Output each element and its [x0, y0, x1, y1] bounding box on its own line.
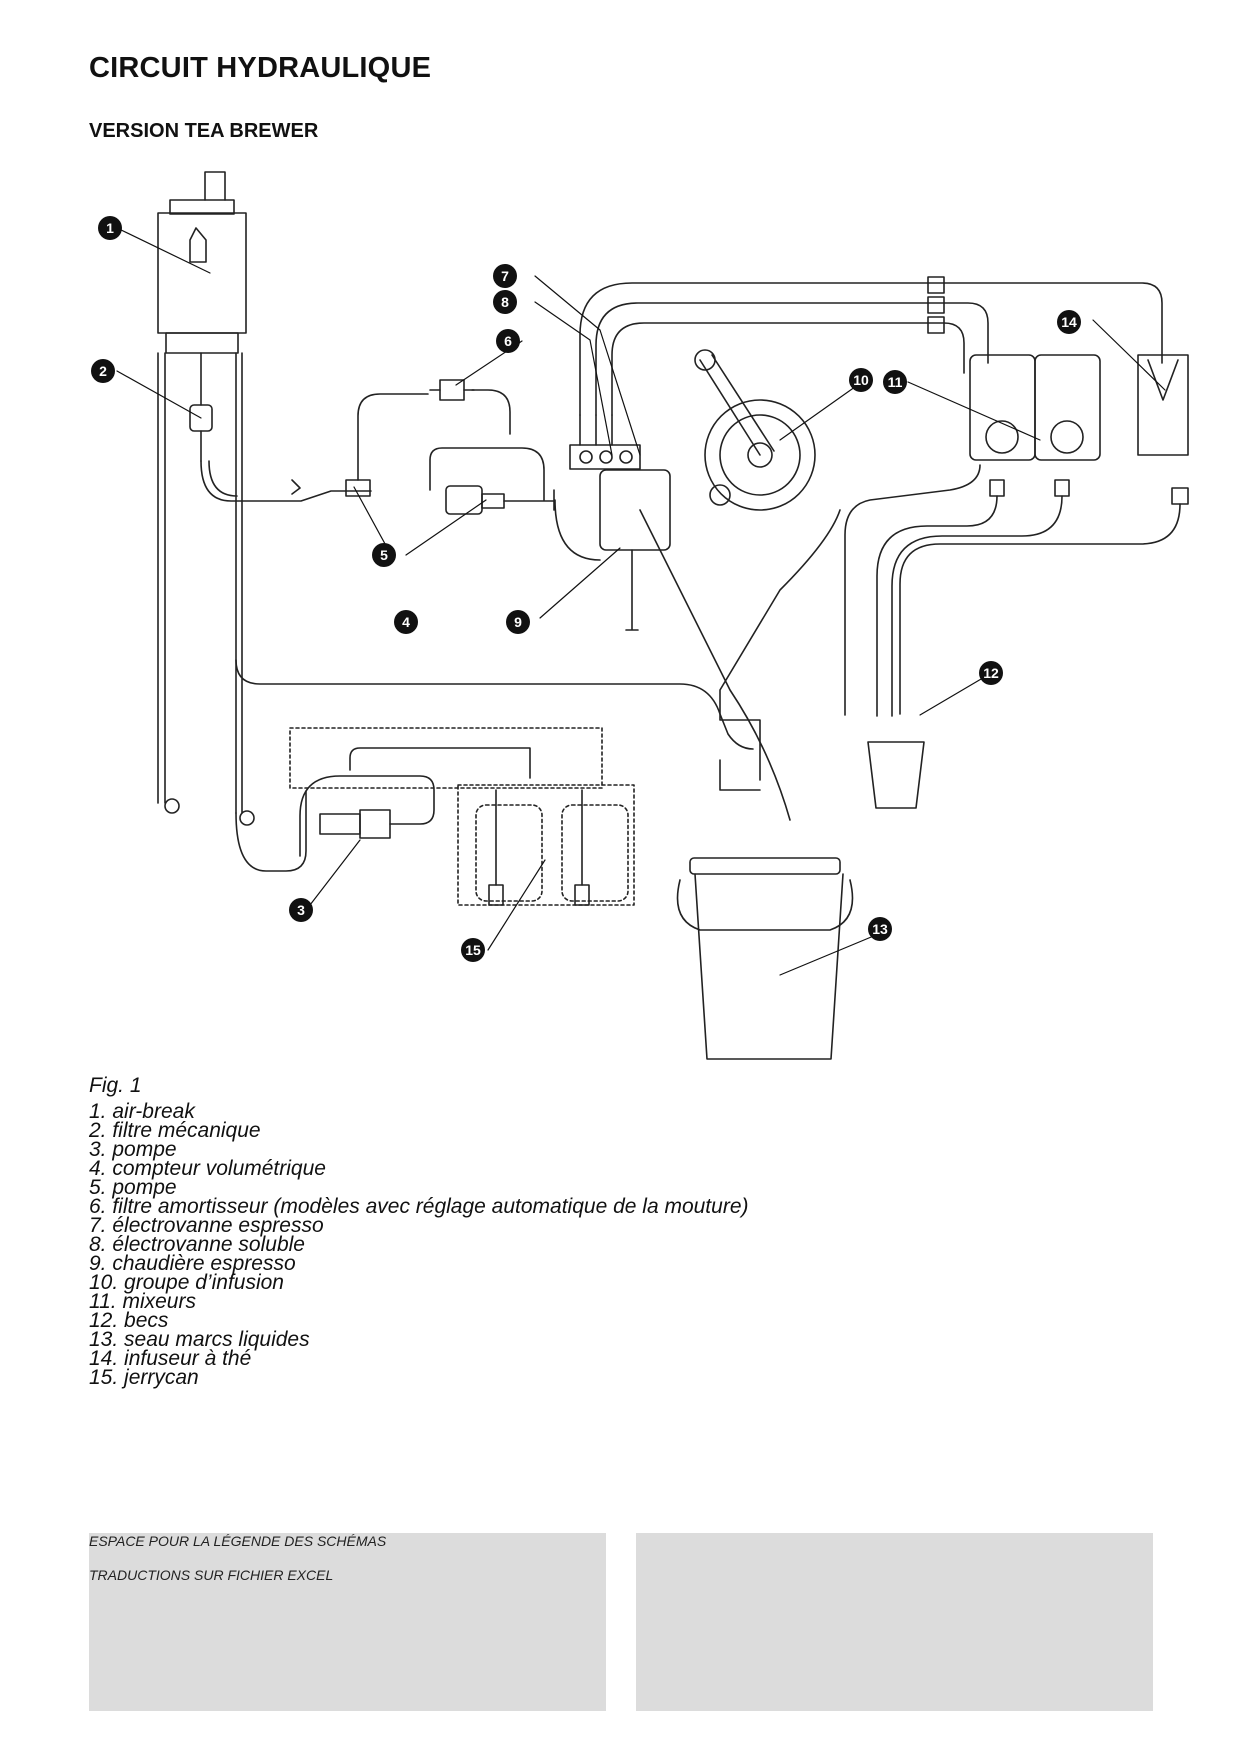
hydraulic-circuit-diagram: 1 2 3 4 5 6 7 8 9 10 11 12 13 14 15	[91, 171, 1189, 1060]
translation-notes-box: ESPACE POUR LA LÉGENDE DES SCHÉMAS TRADU…	[89, 1533, 606, 1711]
callout-8: 8	[493, 290, 517, 314]
page-title: CIRCUIT HYDRAULIQUE	[89, 52, 432, 84]
svg-text:13: 13	[872, 921, 888, 937]
svg-text:4: 4	[402, 614, 410, 630]
blank-notes-box	[636, 1533, 1153, 1711]
volumetric-meter-drawing	[291, 479, 371, 497]
legend-item: 5. pompe	[89, 1176, 177, 1199]
svg-text:3: 3	[297, 902, 305, 918]
svg-text:11: 11	[888, 374, 903, 390]
page-subtitle: VERSION TEA BREWER	[89, 120, 319, 142]
callout-3: 3	[289, 898, 313, 922]
damper-filter-drawing	[429, 379, 475, 401]
translation-note-2: TRADUCTIONS SUR FICHIER EXCEL	[89, 1567, 334, 1583]
waste-bucket-drawing	[676, 857, 854, 1060]
legend-item: 9. chaudière espresso	[89, 1252, 296, 1275]
callout-6: 6	[496, 329, 520, 353]
pump-5-drawing	[429, 447, 555, 515]
mechanical-filter-drawing	[189, 352, 213, 462]
legend-item: 3. pompe	[89, 1138, 177, 1161]
tea-infuser-drawing	[1137, 354, 1189, 505]
svg-text:2: 2	[99, 363, 107, 379]
callout-7: 7	[493, 264, 517, 288]
legend-item: 11. mixeurs	[89, 1290, 196, 1313]
callout-markers: 1 2 3 4 5 6 7 8 9 10 11 12 13 14 15	[91, 216, 1081, 962]
callout-15: 15	[461, 938, 485, 962]
spouts-cup-drawing	[867, 741, 925, 809]
callout-9: 9	[506, 610, 530, 634]
legend-item: 10. groupe d’infusion	[89, 1271, 284, 1294]
legend-item: 15. jerrycan	[89, 1366, 199, 1389]
svg-text:6: 6	[504, 333, 512, 349]
svg-text:1: 1	[106, 220, 114, 236]
callout-10: 10	[849, 368, 873, 392]
legend-item: 7. électrovanne espresso	[89, 1214, 324, 1237]
legend-item: 2. filtre mécanique	[89, 1119, 261, 1142]
callout-12: 12	[979, 661, 1003, 685]
svg-text:15: 15	[465, 942, 481, 958]
svg-text:12: 12	[983, 665, 999, 681]
svg-text:10: 10	[853, 372, 869, 388]
callout-2: 2	[91, 359, 115, 383]
svg-text:8: 8	[501, 294, 509, 310]
solenoid-valves-drawing	[569, 414, 641, 470]
svg-text:7: 7	[501, 268, 509, 284]
legend-item: 14. infuseur à thé	[89, 1347, 252, 1370]
air-break-drawing	[157, 171, 255, 826]
espresso-boiler-drawing	[554, 469, 671, 631]
legend-item: 12. becs	[89, 1309, 169, 1332]
figure-caption: Fig. 1	[89, 1074, 142, 1097]
legend-item: 6. filtre amortisseur (modèles avec régl…	[89, 1195, 749, 1218]
svg-text:5: 5	[380, 547, 388, 563]
legend-item: 8. électrovanne soluble	[89, 1233, 305, 1256]
callout-1: 1	[98, 216, 122, 240]
callout-11: 11	[883, 370, 907, 394]
leader-lines	[116, 227, 1166, 976]
legend-item: 4. compteur volumétrique	[89, 1157, 326, 1180]
translation-note-1: ESPACE POUR LA LÉGENDE DES SCHÉMAS	[89, 1533, 387, 1549]
mixers-drawing	[969, 354, 1101, 497]
svg-text:14: 14	[1061, 314, 1077, 330]
jerrycans-drawing	[475, 789, 629, 906]
pump-3-drawing	[299, 747, 531, 857]
svg-text:9: 9	[514, 614, 522, 630]
brewing-group-drawing	[694, 349, 816, 511]
legend-item: 13. seau marcs liquides	[89, 1328, 310, 1351]
figure-legend: 1. air-break 2. filtre mécanique 3. pomp…	[89, 1100, 749, 1389]
callout-14: 14	[1057, 310, 1081, 334]
callout-4: 4	[394, 610, 418, 634]
legend-item: 1. air-break	[89, 1100, 195, 1123]
callout-13: 13	[868, 917, 892, 941]
callout-5: 5	[372, 543, 396, 567]
